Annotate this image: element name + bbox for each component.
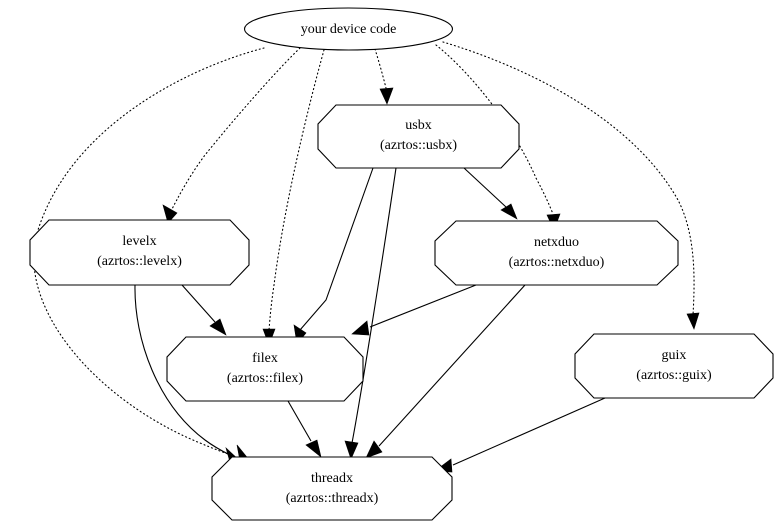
edge-usbx-to-filex bbox=[293, 167, 374, 345]
node-label-netxduo-line2: (azrtos::netxduo) bbox=[509, 255, 605, 270]
node-label-filex-line2: (azrtos::filex) bbox=[227, 371, 304, 386]
edge-device-to-levelx bbox=[162, 47, 301, 224]
node-label-guix-line2: (azrtos::guix) bbox=[636, 368, 712, 383]
node-label-levelx-line2: (azrtos::levelx) bbox=[97, 254, 182, 269]
node-levelx[interactable]: levelx (azrtos::levelx) bbox=[29, 219, 250, 286]
node-shape-octagon bbox=[434, 220, 679, 286]
edge-usbx-to-netxduo bbox=[463, 167, 518, 220]
node-usbx[interactable]: usbx (azrtos::usbx) bbox=[317, 104, 520, 169]
edge-filex-to-threadx bbox=[287, 400, 322, 458]
node-shape-octagon bbox=[166, 336, 364, 402]
node-label-netxduo-line1: netxduo bbox=[534, 235, 579, 250]
node-guix[interactable]: guix (azrtos::guix) bbox=[574, 333, 774, 399]
edge-device-to-guix bbox=[442, 41, 700, 330]
edge-levelx-to-filex bbox=[181, 284, 227, 336]
edge-netxduo-to-threadx bbox=[365, 284, 526, 459]
edge-device-to-usbx bbox=[374, 48, 394, 105]
node-your-device-code[interactable]: your device code bbox=[243, 7, 454, 51]
edge-layer bbox=[33, 41, 700, 473]
node-threadx[interactable]: threadx (azrtos::threadx) bbox=[211, 456, 453, 521]
node-netxduo[interactable]: netxduo (azrtos::netxduo) bbox=[434, 220, 679, 286]
node-shape-octagon bbox=[317, 104, 520, 169]
edge-netxduo-to-filex bbox=[351, 284, 477, 336]
edge-guix-to-threadx bbox=[434, 397, 606, 473]
node-label-guix-line1: guix bbox=[662, 348, 687, 363]
node-filex[interactable]: filex (azrtos::filex) bbox=[166, 336, 364, 402]
node-label-threadx-line2: (azrtos::threadx) bbox=[286, 491, 379, 506]
node-label-usbx-line2: (azrtos::usbx) bbox=[380, 138, 457, 153]
node-label-filex-line1: filex bbox=[252, 351, 278, 366]
node-layer: your device code usbx (azrtos::usbx) lev… bbox=[29, 7, 774, 521]
edge-device-to-filex bbox=[262, 49, 325, 346]
edge-usbx-to-threadx bbox=[344, 167, 397, 460]
node-label-levelx-line1: levelx bbox=[122, 234, 156, 249]
node-shape-ellipse bbox=[243, 7, 454, 51]
node-label-device-line1: your device code bbox=[301, 22, 397, 37]
node-label-threadx-line1: threadx bbox=[311, 471, 353, 486]
node-label-usbx-line1: usbx bbox=[405, 118, 431, 133]
node-shape-octagon bbox=[574, 333, 774, 399]
node-shape-octagon bbox=[211, 456, 453, 521]
node-shape-octagon bbox=[29, 219, 250, 286]
